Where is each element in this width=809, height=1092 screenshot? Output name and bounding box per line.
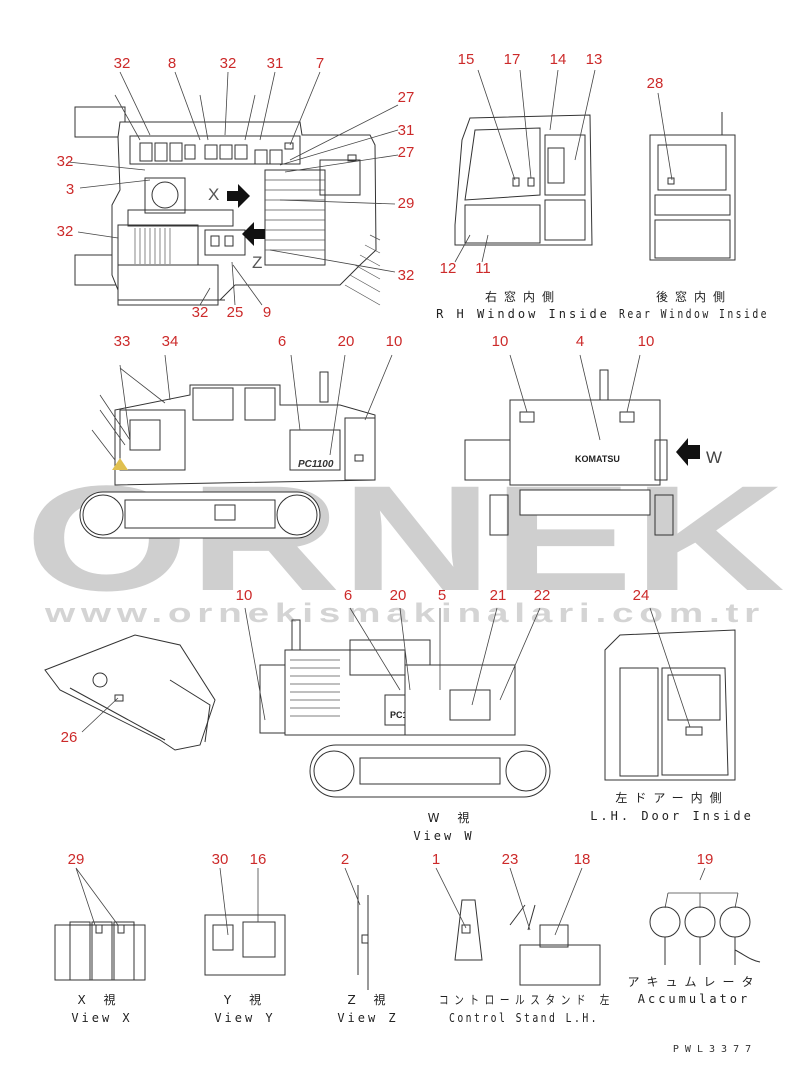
callout: 10	[492, 333, 509, 350]
callout: 25	[227, 304, 244, 321]
callout: 31	[267, 55, 284, 72]
callout: 21	[490, 587, 507, 604]
callouts: 32 8 32 31 7 27 31 27 32 3 29 32 32 25 9…	[57, 51, 714, 868]
view-w-caption-jp: W 視	[428, 810, 477, 825]
callout: 19	[697, 851, 714, 868]
top-view-drawing: X Z	[67, 71, 399, 306]
rh-window-caption-jp: 右窓内側	[485, 289, 561, 304]
callout: 6	[278, 333, 286, 350]
control-stand-caption-jp: コントロールスタンド 左	[439, 992, 615, 1007]
callout: 12	[440, 260, 457, 277]
callout: 14	[550, 51, 567, 68]
control-stand-caption-en: Control Stand L.H.	[449, 1011, 599, 1025]
callout: 27	[398, 144, 415, 161]
accumulator-caption-en: Accumulator	[638, 992, 750, 1006]
callout: 32	[114, 55, 131, 72]
callout: 3	[66, 181, 74, 198]
callout: 13	[586, 51, 603, 68]
view-x-caption-jp: X 視	[77, 992, 122, 1007]
rear-window-caption-jp: 後窓内側	[656, 289, 732, 304]
callout: 27	[398, 89, 415, 106]
callout: 29	[68, 851, 85, 868]
callout: 30	[212, 851, 229, 868]
view-x-marker: X	[208, 185, 219, 204]
detail-views	[54, 867, 761, 990]
view-w-marker: W	[706, 448, 722, 467]
callout: 17	[504, 51, 521, 68]
view-z-caption-jp: Z 視	[347, 992, 392, 1007]
accumulator-caption-jp: アキュムレータ	[627, 975, 760, 989]
captions: 右窓内側 R H Window Inside 後窓内側 Rear Window …	[71, 289, 769, 1055]
rear-window-caption-en: Rear Window Inside	[619, 307, 769, 321]
callout: 8	[168, 55, 176, 72]
rear-brand-label: KOMATSU	[575, 454, 620, 464]
view-z-caption-en: View Z	[337, 1011, 398, 1025]
rh-window-drawing	[454, 69, 596, 263]
callout: 15	[458, 51, 475, 68]
callout: 31	[398, 122, 415, 139]
callout: 6	[344, 587, 352, 604]
lh-door-caption-jp: 左ドアー内側	[615, 790, 728, 805]
callout: 32	[57, 153, 74, 170]
view-w-drawing: PC1100	[244, 607, 551, 798]
callout: 32	[220, 55, 237, 72]
rear-view-drawing: KOMATSU W	[464, 354, 722, 536]
rh-window-caption-en: R H Window Inside	[436, 307, 610, 321]
callout: 16	[250, 851, 267, 868]
view-y-caption-en: View Y	[214, 1011, 275, 1025]
callout: 24	[633, 587, 650, 604]
callout: 2	[341, 851, 349, 868]
callout: 18	[574, 851, 591, 868]
callout: 22	[534, 587, 551, 604]
rear-window-drawing	[649, 92, 736, 261]
watermark-url: www.ornekismakinalari.com.tr	[44, 598, 765, 628]
drawing-code: P W L 3 3 7 7	[673, 1044, 751, 1055]
callout: 11	[475, 260, 491, 277]
callout: 5	[438, 587, 446, 604]
callout: 7	[316, 55, 324, 72]
callout: 1	[432, 851, 440, 868]
callout: 20	[390, 587, 407, 604]
view-w-caption-en: View W	[413, 829, 474, 843]
callout: 32	[192, 304, 209, 321]
callout: 23	[502, 851, 519, 868]
side-view-drawing: PC1100	[79, 354, 393, 539]
view-y-caption-jp: Y 視	[223, 992, 268, 1007]
callout: 20	[338, 333, 355, 350]
callout: 34	[162, 333, 179, 350]
callout: 33	[114, 333, 131, 350]
view-x-caption-en: View X	[71, 1011, 132, 1025]
boom-drawing	[44, 634, 216, 751]
view-z-marker: Z	[252, 253, 262, 272]
callout: 29	[398, 195, 415, 212]
callout: 4	[576, 333, 584, 350]
callout: 32	[398, 267, 415, 284]
lh-door-caption-en: L.H. Door Inside	[590, 809, 754, 823]
lh-door-drawing	[604, 607, 736, 781]
callout: 10	[386, 333, 403, 350]
callout: 9	[263, 304, 271, 321]
side-model-label: PC1100	[298, 459, 334, 470]
callout: 10	[236, 587, 253, 604]
callout: 10	[638, 333, 655, 350]
callout: 28	[647, 75, 664, 92]
callout: 26	[61, 729, 78, 746]
callout: 32	[57, 223, 74, 240]
